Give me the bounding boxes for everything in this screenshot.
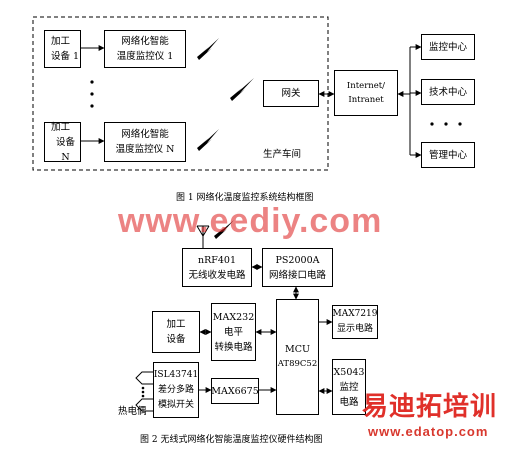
device-1-box: 加工 设备 1 [44, 30, 81, 68]
ellipsis-dot [141, 386, 145, 390]
tech-center-box: 技术中心 [421, 79, 475, 105]
ellipsis-dot [90, 104, 94, 108]
thermocouple-icon [135, 371, 153, 412]
max7219-box: MAX7219 显示电路 [332, 305, 378, 339]
internet-box: Internet/ Intranet [334, 70, 398, 116]
max232-box: MAX232 电平 转换电路 [211, 303, 256, 361]
watermark-brand: 易迪拓培训 [362, 392, 498, 422]
workshop-label: 生产车间 [263, 149, 302, 160]
ps2000a-box: PS2000A 网络接口电路 [262, 248, 333, 287]
device-n-box: 加工 设备 N [44, 122, 81, 163]
nrf401-box: nRF401 无线收发电路 [182, 248, 252, 287]
antenna-icon [196, 225, 210, 248]
ellipsis-dot [444, 122, 448, 126]
monitor-n-box: 网络化智能 温度监控仪 N [104, 122, 186, 162]
thermocouple-label: 热电偶 [118, 406, 147, 417]
ellipsis-dot [458, 122, 462, 126]
isl43741-box: ISL43741 差分多路 模拟开关 [153, 362, 199, 418]
ellipsis-dot [430, 122, 434, 126]
gateway-box: 网关 [263, 80, 319, 107]
ellipsis-dot [141, 390, 145, 394]
watermark-site: www.eediy.com [118, 202, 383, 240]
device-box: 加工 设备 [152, 311, 200, 353]
ellipsis-dot [141, 394, 145, 398]
monitor-1-box: 网络化智能 温度监控仪 1 [104, 30, 186, 68]
watermark-url: www.edatop.com [368, 424, 489, 439]
wireless-lightning-icon [197, 38, 254, 239]
manage-center-box: 管理中心 [421, 142, 475, 168]
mcu-box: MCU AT89C52 [276, 299, 319, 415]
monitor-center-box: 监控中心 [421, 34, 475, 60]
figure2-caption: 图 2 无线式网络化智能温度监控仪硬件结构图 [140, 435, 323, 445]
ellipsis-dot [90, 80, 94, 84]
x5043-box: X5043 监控 电路 [332, 359, 366, 415]
figure1-caption: 图 1 网络化温度监控系统结构框图 [176, 193, 314, 203]
ellipsis-dot [90, 92, 94, 96]
max6675-box: MAX6675 [211, 378, 259, 404]
